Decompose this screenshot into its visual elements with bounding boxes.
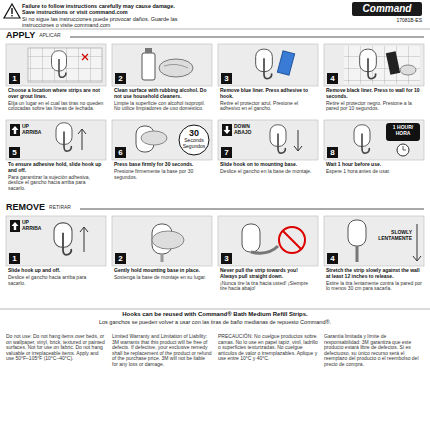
warning-text: Failure to follow instructions carefully… — [22, 3, 182, 16]
step-panel: 2Gently hold mounting base in place.Sost… — [112, 216, 212, 281]
step-text-es: Deslice el gancho en la base de montaje. — [220, 169, 316, 175]
tile-wall-figure — [28, 48, 102, 82]
step-panel: 3Never pull the strip towards you! Alway… — [218, 216, 318, 292]
remove-slide-figure — [10, 220, 88, 255]
never-pull-figure — [242, 224, 305, 253]
step-text: Stretch the strip slowly against the wal… — [326, 268, 422, 280]
step-text-es: Elija un lugar en el cual las tiras no q… — [8, 101, 104, 113]
step-text: Wait 1 hour before use. — [326, 162, 422, 168]
callout-label: 1 HOUR/ HORA — [390, 125, 416, 137]
step-text: Clean surface with rubbing alcohol. Do n… — [114, 88, 210, 100]
section-heading: REMOVE — [6, 202, 45, 212]
step-number: 4 — [327, 73, 338, 84]
step-text: Never pull the strip towards you! Always… — [220, 268, 316, 280]
step-number: 6 — [115, 147, 126, 158]
step-text-es: Presione firmemente la base por 30 segun… — [114, 169, 210, 181]
step-panel: 1Slide hook up and off.Deslice el gancho… — [6, 216, 106, 287]
step-panel: 8Wait 1 hour before use.Espere 1 hora an… — [324, 120, 424, 175]
step-panel: 2Clean surface with rubbing alcohol. Do … — [112, 44, 212, 112]
step-text: Press base firmly for 30 seconds. — [114, 162, 210, 168]
step-panel: 7Slide hook on to mounting base.Deslice … — [218, 120, 318, 175]
callout-label: DOWN ABAJO — [234, 124, 260, 136]
step-text: Remove blue liner. Press adhesive to hoo… — [220, 88, 316, 100]
slide-down-figure — [222, 124, 302, 153]
step-text-es: Retire el protector negro. Presione a la… — [326, 101, 422, 113]
stretch-strip-figure — [348, 220, 421, 262]
product-code: 17081B-ES — [340, 18, 422, 24]
warning-text-es: Si no sigue las instrucciones puede prov… — [22, 16, 182, 29]
fine-print: PRECAUCIÓN: No cuelgue productos sobre c… — [218, 334, 318, 362]
step-text-es: Deslice el gancho hacia arriba para saca… — [8, 275, 104, 287]
step-number: 3 — [221, 73, 232, 84]
step-number: 5 — [9, 147, 20, 158]
step-number: 8 — [327, 147, 338, 158]
callout-label: UP ARRIBA — [22, 124, 46, 136]
step-number: 3 — [221, 253, 232, 264]
slide-up-figure — [10, 123, 86, 151]
step-text: Gently hold mounting base in place. — [114, 268, 210, 274]
callout-label: Seconds Segundos — [182, 138, 206, 150]
blue-liner-figure — [256, 49, 295, 79]
step-panel: 6Press base firmly for 30 seconds.Presio… — [112, 120, 212, 181]
step-number: 2 — [115, 253, 126, 264]
hold-base-figure — [152, 224, 184, 262]
section-rule — [70, 37, 424, 38]
step-text-es: Sostenga la base de montaje en su lugar. — [114, 275, 210, 281]
step-number: 7 — [221, 147, 232, 158]
press-base-figure — [136, 125, 209, 155]
step-number: 4 — [327, 253, 338, 264]
step-panel: 4Stretch the strip slowly against the wa… — [324, 216, 424, 292]
callout-label: 30 — [184, 128, 204, 138]
brand-logo: Command — [352, 3, 422, 15]
step-panel: 1Choose a location where strips are not … — [6, 44, 106, 112]
fine-print: Limited Warranty and Limitation of Liabi… — [112, 334, 212, 368]
section-heading-es: RETIRAR — [49, 205, 71, 211]
step-panel: 3Remove blue liner. Press adhesive to ho… — [218, 44, 318, 112]
step-text: Slide hook on to mounting base. — [220, 162, 316, 168]
step-text-es: Espere 1 hora antes de usar. — [326, 169, 422, 175]
section-heading-es: APLICAR — [39, 33, 60, 39]
black-liner-figure — [344, 46, 420, 84]
callout-label: UP ARRIBA — [22, 220, 46, 232]
step-text: Choose a location where strips are not o… — [8, 88, 104, 100]
fine-print: Garantía limitada y límite de responsabi… — [324, 334, 424, 368]
step-text-es: Para garantizar la sujeción adhesiva, de… — [8, 175, 104, 192]
reuse-note: Hooks can be reused with Command® Bath M… — [10, 311, 420, 318]
step-text-es: Limpie la superficie con alcohol isoprop… — [114, 101, 210, 113]
panel-backgrounds — [6, 44, 424, 266]
alcohol-bottle-figure — [142, 48, 193, 80]
step-text-es: Estire la tira lentamente contra la pare… — [326, 281, 422, 293]
step-text: Slide hook up and off. — [8, 268, 104, 274]
step-panel: 4Remove black liner. Press to wall for 1… — [324, 44, 424, 112]
reuse-note-es: Los ganchos se pueden volver a usar con … — [10, 319, 420, 325]
logo-badge — [352, 2, 422, 16]
wait-figure — [354, 123, 420, 156]
section-rule — [80, 209, 424, 210]
fine-print: Do not use: Do not hang items over beds,… — [6, 334, 106, 362]
step-number: 2 — [115, 73, 126, 84]
step-number: 1 — [9, 253, 20, 264]
callout-label: SLOWLY LENTAMENTE — [378, 230, 412, 242]
warning-icon — [4, 4, 20, 18]
step-text: To ensure adhesive hold, slide hook up a… — [8, 162, 104, 174]
step-text-es: ¡Nunca tire la tira hacia usted! ¡Siempr… — [220, 281, 316, 293]
step-panel: 5 To ensure adhesive hold, slide hook up … — [6, 120, 106, 192]
step-number: 1 — [9, 73, 20, 84]
section-heading: APPLY — [6, 30, 35, 40]
step-text-es: Retire el protector azul. Presione el ad… — [220, 101, 316, 113]
step-text: Remove black liner. Press to wall for 10… — [326, 88, 422, 100]
